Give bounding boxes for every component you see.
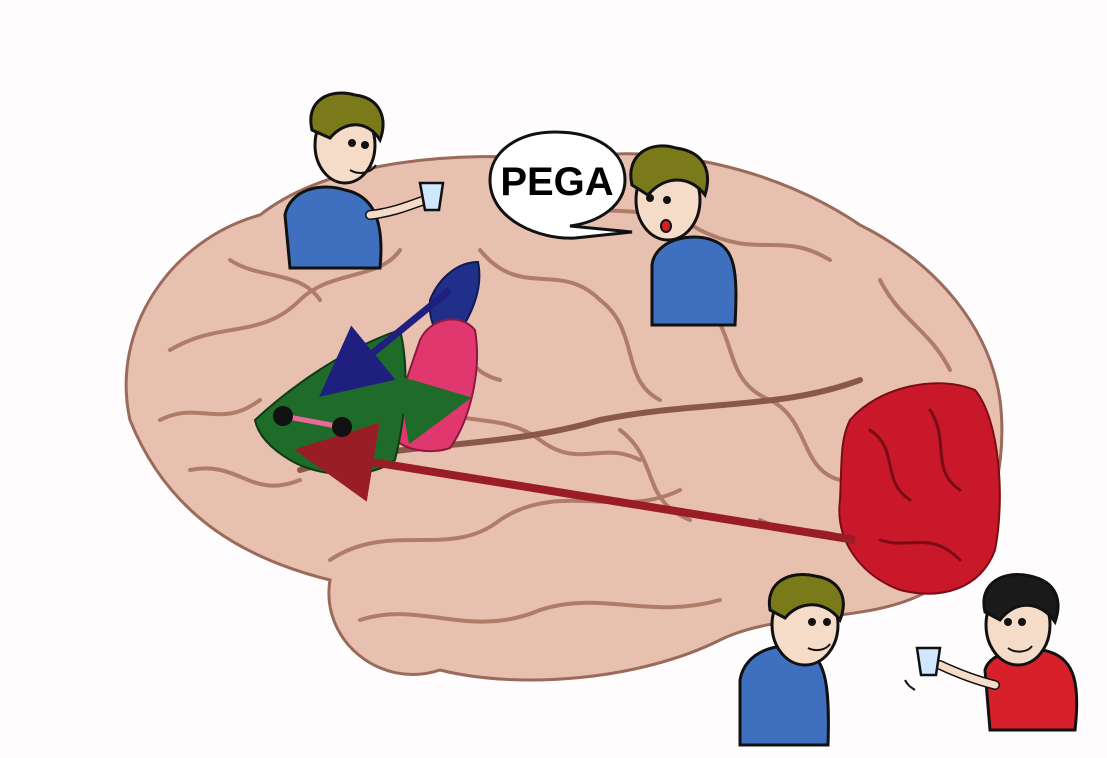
occipital-area bbox=[839, 383, 999, 593]
speech-bubble-text: PEGA bbox=[500, 160, 613, 204]
node-dot-right bbox=[332, 417, 352, 437]
node-dot-left bbox=[273, 406, 293, 426]
cup-icon bbox=[420, 183, 443, 210]
boy-offering-cup-figure bbox=[905, 575, 1077, 731]
cup-icon bbox=[917, 648, 940, 675]
